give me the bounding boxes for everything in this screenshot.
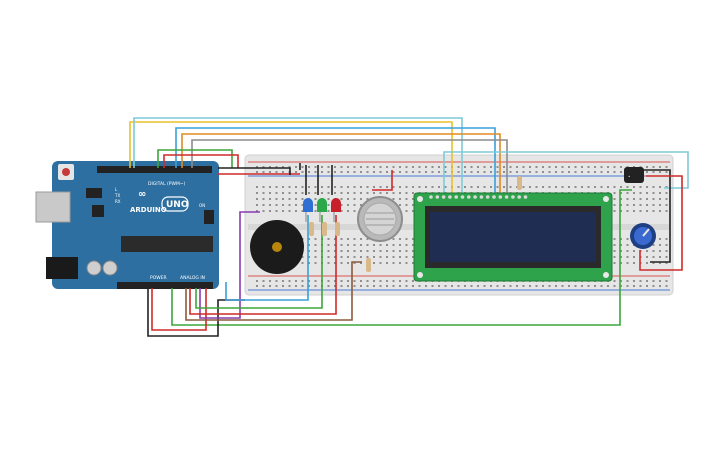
wire-yellow [129, 121, 453, 195]
lcd-screen [430, 212, 596, 262]
wire-lightblue-right [443, 151, 689, 195]
microcontroller-chip [121, 236, 213, 252]
on-label: ON [199, 203, 205, 208]
l-label: L [115, 187, 118, 192]
wire-brown [185, 261, 362, 321]
capacitor-2 [102, 260, 118, 276]
wire-red-mq [372, 170, 393, 191]
wire-blue-led [225, 215, 309, 301]
wire-gray [191, 139, 508, 195]
icsp-header [86, 188, 102, 198]
wire-green-bottom [171, 189, 632, 326]
arduino-model: UNO [166, 200, 189, 210]
wire-green-led [195, 215, 323, 309]
analog-label: ANALOG IN [180, 275, 205, 281]
lcd-pins [429, 195, 528, 199]
capacitor-1 [86, 260, 102, 276]
piezo-buzzer[interactable] [250, 220, 304, 274]
wire-red-bottom [151, 288, 207, 331]
wires[interactable] [129, 117, 689, 337]
infinity-logo: ∞ [138, 189, 146, 200]
digital-label: DIGITAL (PWM~) [148, 181, 186, 187]
wire-black-left [218, 167, 291, 175]
wire-red-led [189, 215, 337, 315]
gas-sensor[interactable] [357, 196, 403, 242]
wire-red-right [639, 175, 683, 271]
wire-lightblue-top [133, 117, 463, 195]
resistors [309, 176, 522, 272]
wire-blue-top [175, 127, 496, 195]
power-label: POWER [150, 275, 167, 281]
svg-text:•: • [628, 174, 630, 179]
rx-label: RX [115, 199, 121, 204]
digital-header[interactable] [97, 166, 212, 173]
led-red[interactable] [331, 198, 341, 222]
usb-port [35, 191, 71, 223]
lcd-display[interactable] [413, 192, 613, 282]
icsp-header-2 [204, 210, 214, 224]
power-analog-header[interactable] [117, 282, 213, 289]
wire-green-top [157, 149, 233, 168]
power-jack [46, 257, 78, 279]
temperature-sensor[interactable]: • [624, 167, 644, 183]
led-green[interactable] [317, 198, 327, 222]
led-group[interactable] [303, 198, 341, 222]
tx-label: TX [114, 193, 120, 198]
wire-orange [181, 133, 501, 195]
potentiometer[interactable] [630, 223, 656, 249]
arduino-uno[interactable]: ARDUINO UNO ∞ DIGITAL (PWM~) POWER ANALO… [35, 161, 219, 289]
led-blue[interactable] [303, 198, 313, 222]
wire-red-top [163, 154, 239, 168]
arduino-brand: ARDUINO [130, 206, 167, 214]
wire-black-right [644, 169, 671, 263]
usb-chip [92, 205, 104, 217]
